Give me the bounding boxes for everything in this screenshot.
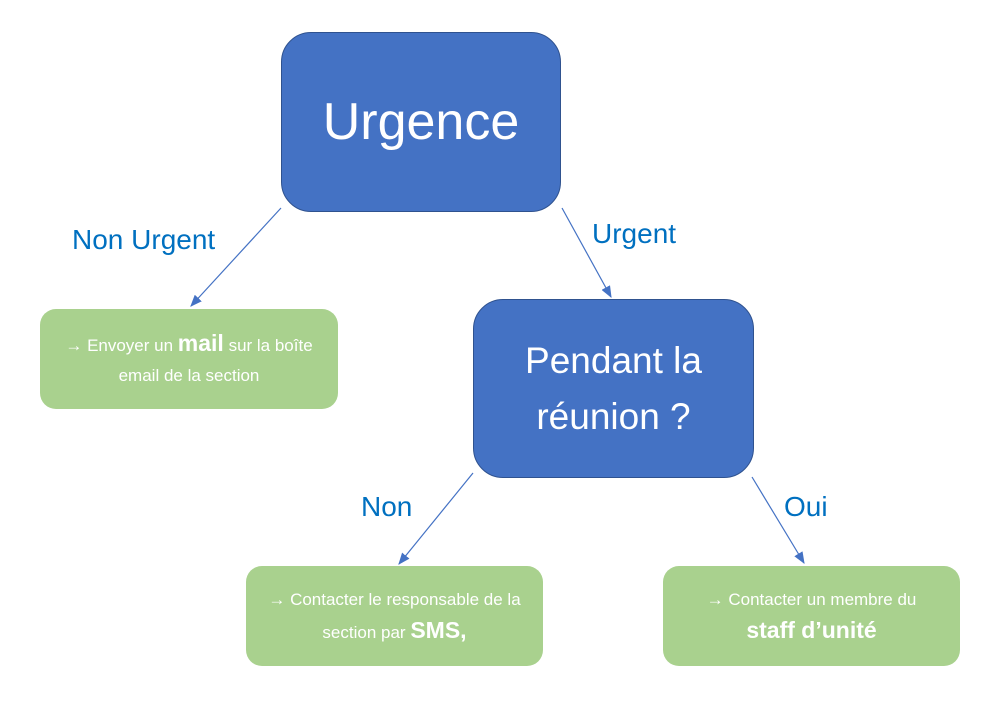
action-staff: → Contacter un membre du staff d’unité [663, 566, 960, 666]
action-text: Contacter un membre du [728, 589, 917, 609]
action-text: Envoyer un [87, 335, 174, 355]
node-urgence: Urgence [281, 32, 561, 212]
action-sms: → Contacter le responsable de la section… [246, 566, 543, 666]
edge-label-non-urgent: Non Urgent [72, 224, 216, 255]
action-bold: SMS, [410, 616, 467, 643]
action-bold: staff d’unité [746, 616, 877, 643]
edge-label-oui: Oui [784, 491, 828, 522]
arrow-icon: → [268, 589, 286, 609]
action-mail: → Envoyer un mail sur la boîte email de … [40, 309, 338, 409]
edge-label-urgent: Urgent [592, 218, 677, 249]
node-pendant-label: Pendant la réunion ? [525, 339, 702, 437]
action-text: Contacter le responsable de la section p… [290, 589, 521, 642]
arrow-icon: → [65, 335, 83, 355]
action-bold: mail [177, 329, 224, 356]
arrow-non-urgent [190, 207, 282, 307]
arrow-urgent [561, 207, 612, 299]
arrow-icon: → [706, 589, 724, 609]
node-pendant-reunion: Pendant la réunion ? [473, 299, 754, 478]
node-urgence-label: Urgence [322, 93, 520, 151]
arrow-non [398, 472, 474, 565]
arrow-oui [751, 476, 805, 565]
action-text: sur la boîte email de la section [118, 335, 313, 385]
edge-label-non: Non [361, 491, 413, 522]
